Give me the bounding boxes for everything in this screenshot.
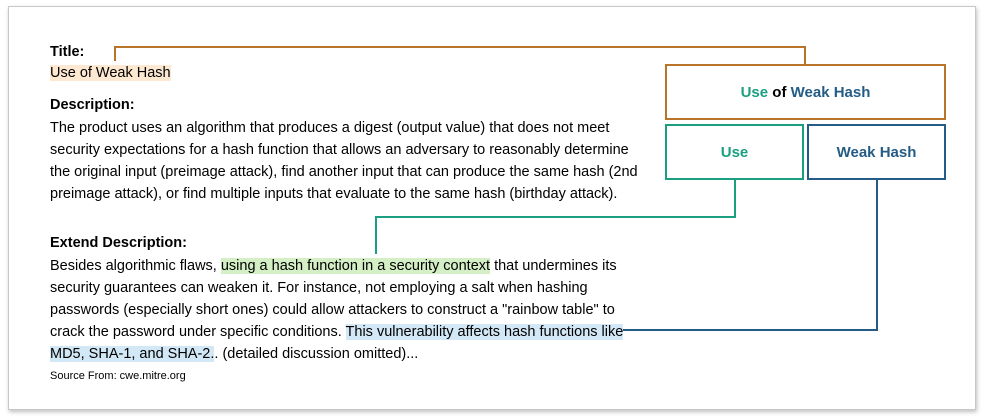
- title-value-line: Use of Weak Hash: [50, 62, 650, 84]
- use-box: Use: [665, 124, 804, 180]
- title-connector: [114, 46, 806, 64]
- extend-description-heading: Extend Description:: [50, 235, 187, 251]
- top-box-of: of: [768, 83, 791, 101]
- extend-text-part3: . (detailed discussion omitted)...: [214, 346, 419, 362]
- extend-description-text: Besides algorithmic flaws, using a hash …: [50, 255, 650, 365]
- description-heading: Description:: [50, 97, 135, 113]
- extend-text-part1: Besides algorithmic flaws,: [50, 258, 221, 274]
- title-value: Use of Weak Hash: [50, 65, 171, 81]
- use-highlight: using a hash function in a security cont…: [220, 258, 491, 274]
- weak-hash-box: Weak Hash: [807, 124, 946, 180]
- use-connector: [375, 180, 736, 254]
- description-text: The product uses an algorithm that produ…: [50, 120, 638, 202]
- weak-hash-connector: [612, 180, 878, 331]
- top-box-weak-hash: Weak Hash: [790, 83, 871, 101]
- extend-text-part2: that undermines its security guarantees …: [50, 258, 617, 340]
- source-caption: Source From: cwe.mitre.org: [50, 370, 186, 382]
- use-of-weak-hash-box: Use of Weak Hash: [665, 64, 946, 120]
- title-heading: Title:: [50, 44, 85, 60]
- top-box-use: Use: [740, 83, 769, 101]
